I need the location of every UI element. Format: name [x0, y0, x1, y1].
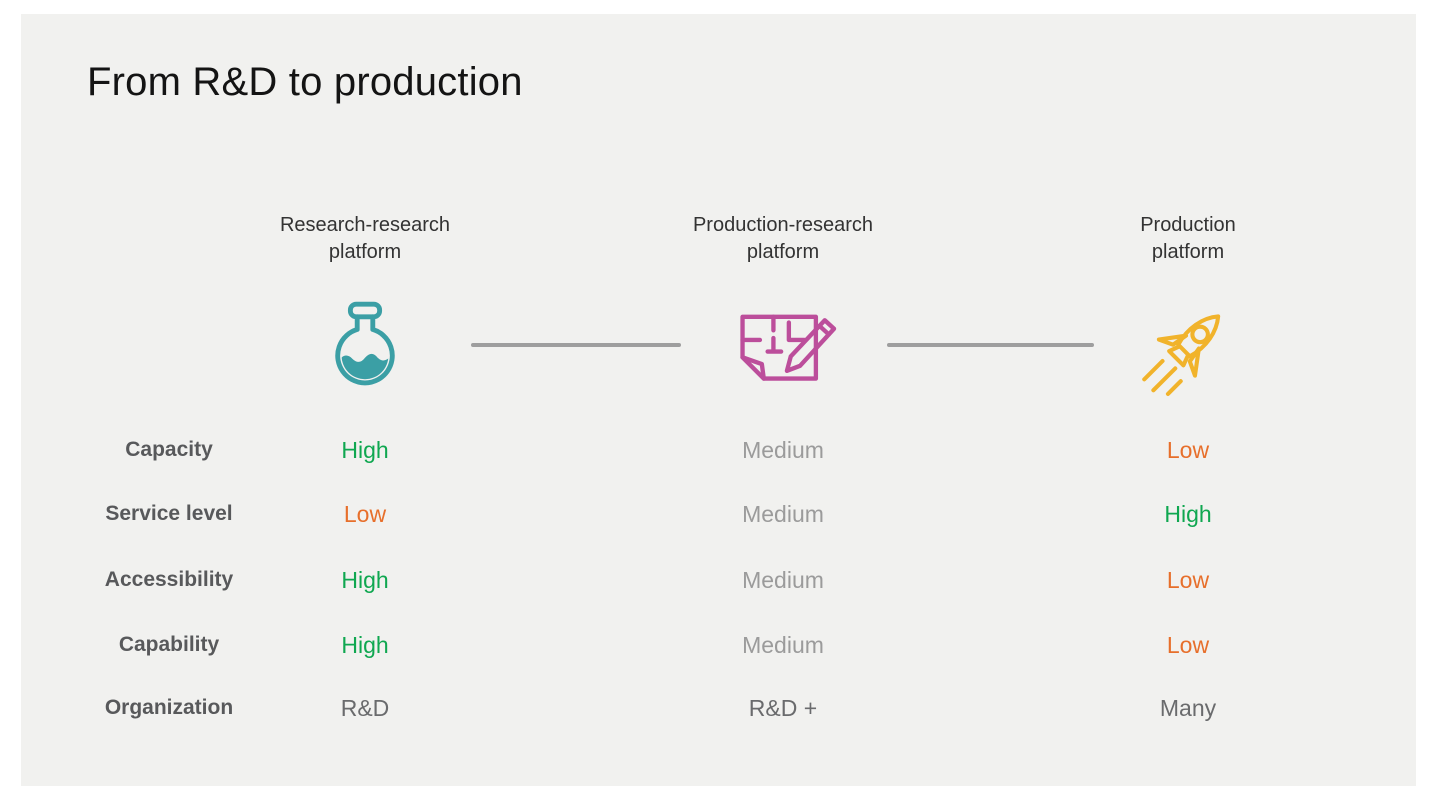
value-accessibility-research: High [341, 567, 389, 593]
value-capacity-production: Low [1166, 437, 1210, 463]
rocket-icon [1137, 301, 1239, 408]
value-organization-research: R&D [340, 695, 390, 721]
value-capability-production: Low [1166, 632, 1210, 658]
value-capability-research: High [341, 632, 389, 658]
value-service-level-research: Low [343, 501, 387, 527]
value-capacity-research: High [341, 437, 389, 463]
column-header-research-research-platform: Research-research platform [279, 214, 451, 263]
connector-line-2 [887, 343, 1094, 347]
flask-icon [326, 301, 404, 400]
row-label-capability: Capability [118, 633, 220, 656]
row-label-organization: Organization [104, 696, 234, 719]
value-service-level-production: High [1164, 501, 1212, 527]
blueprint-pencil-icon [729, 311, 841, 399]
column-header-production-research-platform: Production-research platform [692, 214, 874, 263]
value-accessibility-production: Low [1166, 567, 1210, 593]
value-organization-production-research: R&D + [748, 695, 818, 721]
value-organization-production: Many [1159, 695, 1217, 721]
slide-canvas: From R&D to production Research-research… [21, 14, 1416, 786]
row-label-capacity: Capacity [125, 438, 213, 461]
column-header-production-platform: Production platform [1140, 214, 1236, 263]
connector-line-1 [471, 343, 681, 347]
value-accessibility-production-research: Medium [742, 567, 824, 593]
row-label-service-level: Service level [105, 502, 233, 525]
page-title: From R&D to production [87, 60, 523, 104]
value-service-level-production-research: Medium [742, 501, 824, 527]
row-label-accessibility: Accessibility [104, 568, 234, 591]
value-capability-production-research: Medium [742, 632, 824, 658]
value-capacity-production-research: Medium [742, 437, 824, 463]
